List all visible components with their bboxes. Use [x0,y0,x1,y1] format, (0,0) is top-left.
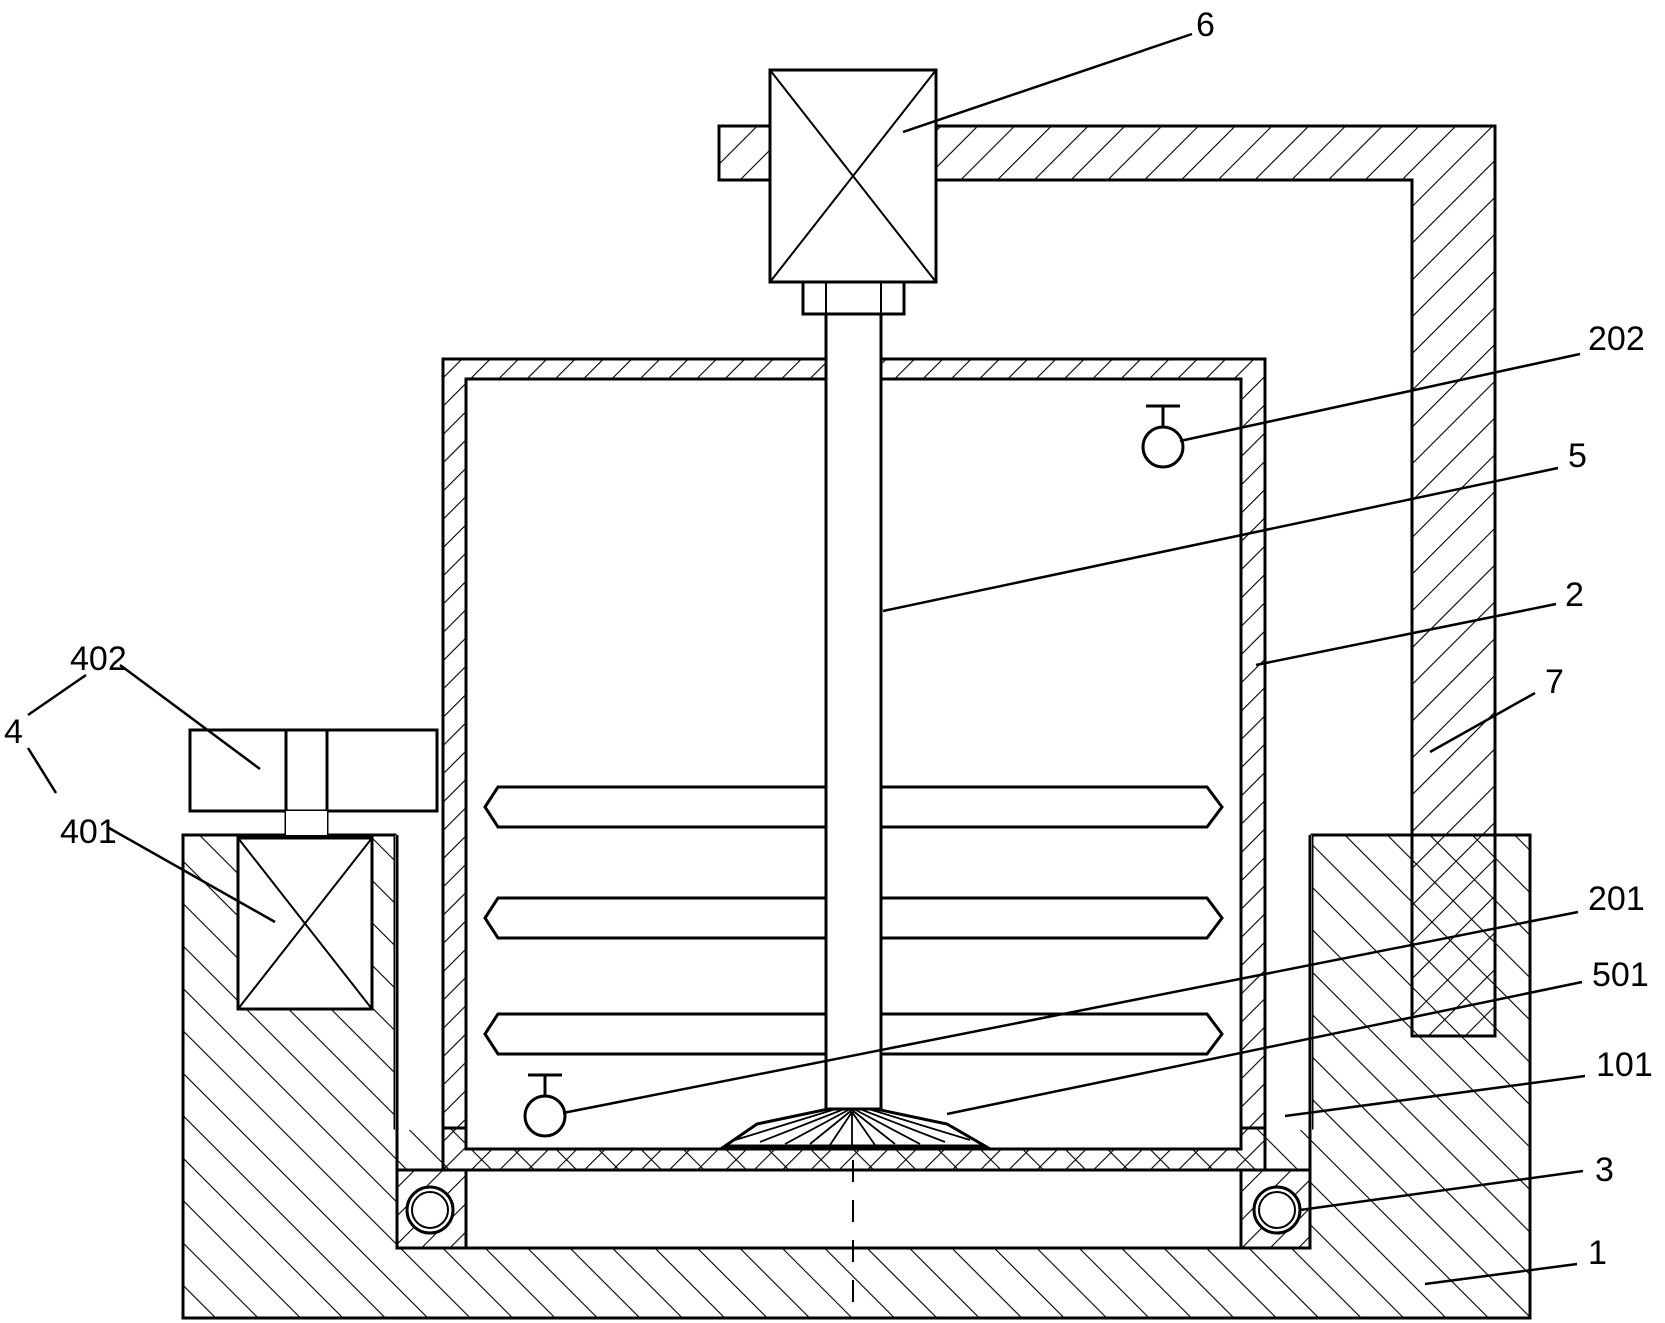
top-motor [768,68,938,316]
roller-right [1252,1185,1302,1235]
drive-gear [188,728,439,835]
label-1: 1 [1588,1234,1607,1272]
label-4: 4 [4,713,23,751]
label-3: 3 [1595,1151,1614,1189]
groove-right [1265,835,1312,1130]
stirring-shaft [824,310,883,1111]
label-7: 7 [1545,663,1564,701]
label-401: 401 [60,813,117,851]
label-5: 5 [1568,437,1587,475]
leader-lines [26,32,1586,1286]
label-402: 402 [70,640,127,678]
label-201: 201 [1588,880,1645,918]
label-202: 202 [1588,320,1645,358]
roller-left [405,1185,455,1235]
label-501: 501 [1592,956,1649,994]
stirring-head [720,1102,991,1148]
sensor-201 [523,1073,567,1138]
drive-motor-401 [236,836,374,1011]
label-6: 6 [1196,6,1215,44]
label-101: 101 [1596,1046,1653,1084]
label-2: 2 [1565,576,1584,614]
groove-left [395,835,443,1130]
heating-coils [483,785,1224,1056]
sensor-202 [1141,404,1185,469]
